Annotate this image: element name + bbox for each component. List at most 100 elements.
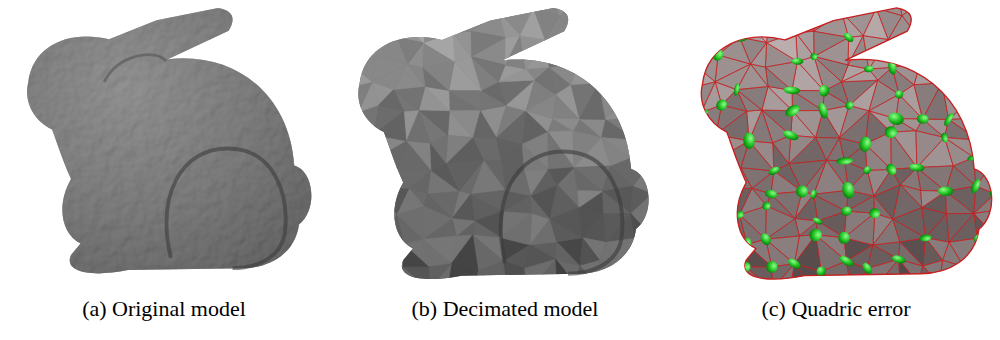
mesh-facet: [395, 289, 446, 296]
mesh-edge: [951, 45, 976, 67]
mesh-edge: [699, 185, 724, 219]
error-ellipsoid: [764, 259, 779, 274]
mesh-facet: [369, 242, 403, 267]
mesh-facet: [656, 0, 661, 283]
mesh-edge: [872, 0, 896, 8]
mesh-facet: [653, 0, 662, 36]
mesh-facet: [356, 10, 375, 44]
mesh-facet: [451, 264, 478, 293]
mesh-facet: [402, 244, 428, 267]
mesh-facet: [503, 261, 524, 296]
error-ellipsoid: [793, 1, 802, 10]
error-ellipsoid: [693, 283, 701, 293]
mesh-facet: [428, 171, 459, 194]
mesh-facet: [559, 5, 574, 34]
mesh-edge: [671, 19, 699, 39]
mesh-edge: [718, 37, 751, 64]
mesh-facet: [602, 119, 636, 140]
error-ellipsoid: [833, 6, 850, 19]
mesh-facet: [321, 68, 330, 110]
mesh-edge: [789, 293, 852, 296]
error-ellipsoid: [838, 254, 855, 268]
mesh-edge: [717, 10, 739, 44]
error-ellipsoid: [838, 232, 850, 244]
mesh-facet: [646, 131, 657, 194]
mesh-facet: [429, 264, 452, 289]
error-ellipsoid: [658, 188, 669, 198]
mesh-edge: [671, 0, 700, 11]
error-ellipsoid: [810, 189, 818, 199]
mesh-edge: [688, 32, 717, 59]
mesh-facet: [533, 0, 559, 16]
error-ellipsoid: [711, 47, 725, 62]
mesh-edge: [796, 6, 814, 32]
mesh-facet: [599, 67, 636, 92]
mesh-facet: [499, 69, 535, 82]
mesh-facet: [322, 262, 354, 288]
mesh-edge: [773, 143, 789, 171]
error-ellipsoid: [717, 183, 730, 194]
mesh-edge: [718, 267, 745, 296]
mesh-edge: [915, 0, 947, 5]
error-ellipsoid: [663, 12, 678, 27]
mesh-facet: [354, 288, 395, 296]
error-ellipsoid: [734, 209, 745, 219]
mesh-facet: [321, 0, 328, 68]
mesh-edge: [872, 259, 901, 294]
mesh-edge: [901, 284, 966, 294]
mesh-edge: [947, 0, 976, 4]
mesh-edge: [974, 194, 999, 213]
mesh-facet: [375, 159, 398, 188]
mesh-facet: [580, 83, 606, 120]
mesh-facet: [580, 119, 606, 138]
mesh-facet: [652, 92, 658, 131]
mesh-edge: [978, 232, 998, 265]
decimated-bunny: [320, 0, 662, 296]
mesh-facet: [345, 55, 374, 82]
error-ellipsoid: [942, 112, 955, 128]
original-bunny: [14, 6, 328, 282]
mesh-facet: [352, 233, 378, 258]
mesh-facet: [320, 238, 330, 287]
mesh-facet: [621, 265, 655, 284]
mesh-edge: [999, 0, 1000, 283]
mesh-edge: [974, 140, 989, 168]
mesh-facet: [572, 0, 604, 5]
error-ellipsoid: [710, 129, 722, 140]
mesh-edge: [693, 159, 718, 186]
mesh-edge: [674, 185, 698, 219]
mesh-edge: [969, 0, 996, 5]
mesh-edge: [665, 262, 697, 288]
mesh-facet: [331, 219, 354, 233]
mesh-edge: [663, 238, 696, 262]
mesh-edge: [670, 133, 698, 159]
mesh-facet: [606, 92, 636, 119]
mesh-edge: [976, 64, 999, 92]
mesh-facet: [423, 206, 452, 239]
mesh-facet: [329, 88, 349, 111]
mesh-edge: [797, 0, 821, 10]
mesh-facet: [355, 134, 375, 159]
mesh-facet: [655, 210, 656, 283]
mesh-facet: [652, 131, 657, 210]
mesh-facet: [420, 0, 454, 17]
mesh-facet: [454, 56, 481, 90]
error-ellipsoid: [862, 165, 872, 175]
mesh-facet: [554, 0, 582, 5]
mesh-edge: [999, 131, 1000, 283]
mesh-facet: [327, 110, 330, 159]
error-ellipsoid: [968, 111, 982, 124]
mesh-edge: [695, 258, 711, 288]
mesh-facet: [499, 0, 534, 12]
error-ellipsoid: [663, 30, 680, 50]
error-ellipsoid: [654, 59, 673, 78]
error-ellipsoid: [815, 265, 826, 277]
mesh-facet: [453, 6, 471, 32]
mesh-facet: [351, 185, 376, 219]
error-ellipsoid: [812, 216, 823, 225]
mesh-edge: [672, 88, 692, 111]
mesh-facet: [529, 259, 558, 294]
mesh-edge: [738, 267, 772, 296]
mesh-facet: [501, 213, 532, 245]
error-ellipsoid: [732, 32, 748, 42]
